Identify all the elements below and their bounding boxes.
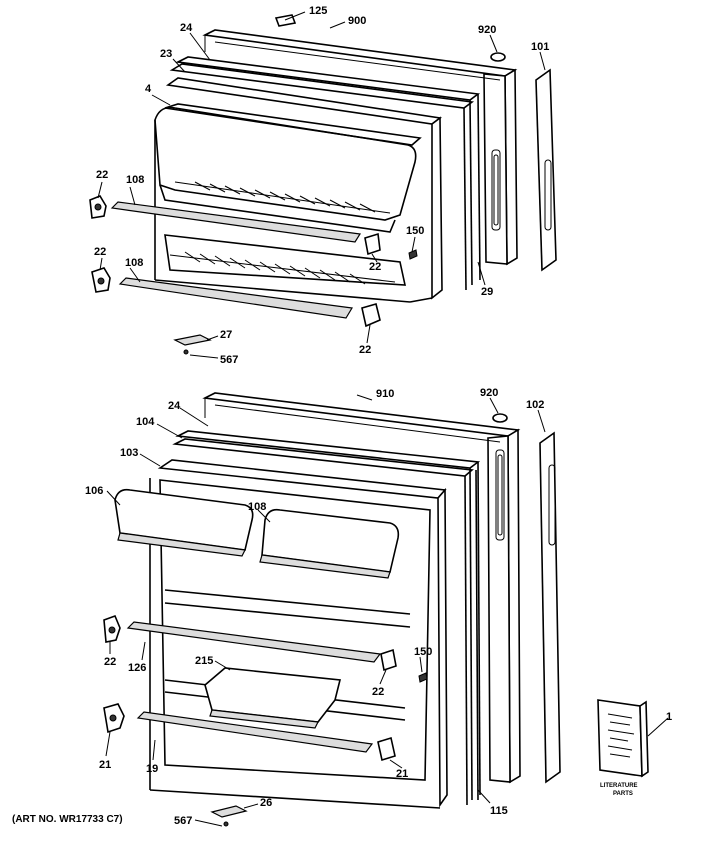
part-115-strip [475, 469, 479, 801]
part-920-plug-lower [492, 413, 508, 423]
callout-21-b: 21 [396, 768, 408, 780]
callout-108-lower: 108 [248, 501, 266, 513]
part-27-hinge-cover [173, 334, 212, 355]
literature-line-1: LITERATURE [600, 783, 638, 789]
callout-1: 1 [666, 711, 672, 723]
callout-920-lower: 920 [480, 387, 498, 399]
callout-108-a: 108 [126, 174, 144, 186]
callout-22-lower-a: 22 [104, 656, 116, 668]
part-215-dairy-bin [204, 667, 341, 729]
part-108-shelf-bar-lower [118, 277, 353, 319]
part-22-bracket-left [103, 614, 121, 643]
callout-106: 106 [85, 485, 103, 497]
part-22-bracket-right-upper [364, 232, 381, 256]
callout-4: 4 [145, 83, 152, 95]
callout-567-lower: 567 [174, 815, 192, 827]
callout-22-b: 22 [94, 246, 106, 258]
part-22-bracket-left-lower [91, 267, 111, 293]
part-108-shelf-bar-upper [110, 201, 362, 243]
part-106-door-bin-left [114, 488, 254, 557]
callout-22-d: 22 [359, 344, 371, 356]
upper-door-assembly [89, 14, 557, 355]
part-23-gasket [169, 56, 481, 291]
art-number: (ART NO. WR17733 C7) [12, 814, 123, 825]
callout-126: 126 [128, 662, 146, 674]
part-101-handle-trim [535, 68, 557, 272]
callout-115: 115 [490, 805, 508, 817]
callout-900: 900 [348, 15, 366, 27]
part-150-screw [408, 249, 418, 260]
callout-21-a: 21 [99, 759, 111, 771]
part-150-screw-lower [418, 672, 428, 683]
lower-door-assembly [103, 392, 649, 827]
upper-leader-lines [97, 11, 546, 359]
callout-125: 125 [309, 5, 327, 17]
callout-19: 19 [146, 763, 158, 775]
callout-22-lower-b: 22 [372, 686, 384, 698]
callout-150: 150 [406, 225, 424, 237]
callout-26: 26 [260, 797, 272, 809]
callout-29: 29 [481, 286, 493, 298]
lower-callouts: 910 920 102 24 104 103 106 108 150 215 2… [85, 387, 672, 827]
part-22-bracket-left-upper [89, 195, 107, 219]
part-104-gasket [172, 430, 481, 806]
part-21-bracket-right [377, 736, 396, 762]
part-1-literature-parts [597, 699, 649, 778]
part-920-plug-upper [490, 52, 506, 62]
part-4-door-liner [154, 77, 443, 303]
callout-215: 215 [195, 655, 213, 667]
callout-101: 101 [531, 41, 549, 53]
callout-910: 910 [376, 388, 394, 400]
part-22-bracket-right-lower [361, 303, 381, 328]
callout-27: 27 [220, 329, 232, 341]
part-21-bracket-left [103, 703, 125, 734]
part-22-bracket-right [380, 648, 397, 672]
lower-leader-lines [105, 394, 669, 827]
part-910-outer-door [202, 392, 521, 784]
callout-920: 920 [478, 24, 496, 36]
callout-102: 102 [526, 399, 544, 411]
callout-22-a: 22 [96, 169, 108, 181]
part-108-door-bin-right [259, 508, 400, 579]
callout-24-lower: 24 [168, 400, 181, 412]
callout-24: 24 [180, 22, 193, 34]
part-26-hinge-cover [210, 805, 248, 827]
part-19-shelf-bar [136, 711, 374, 753]
callout-23: 23 [160, 48, 172, 60]
upper-callouts: 125 900 920 101 24 23 4 22 108 22 108 15… [94, 5, 549, 366]
callout-150-lower: 150 [414, 646, 432, 658]
callout-108-b: 108 [125, 257, 143, 269]
callout-104: 104 [136, 416, 155, 428]
part-900-outer-door [202, 29, 518, 266]
callout-103: 103 [120, 447, 138, 459]
literature-line-2: PARTS [613, 791, 633, 797]
callout-22-c: 22 [369, 261, 381, 273]
part-126-shelf-bar [126, 621, 382, 663]
part-102-handle-trim [539, 431, 561, 784]
callout-567: 567 [220, 354, 238, 366]
